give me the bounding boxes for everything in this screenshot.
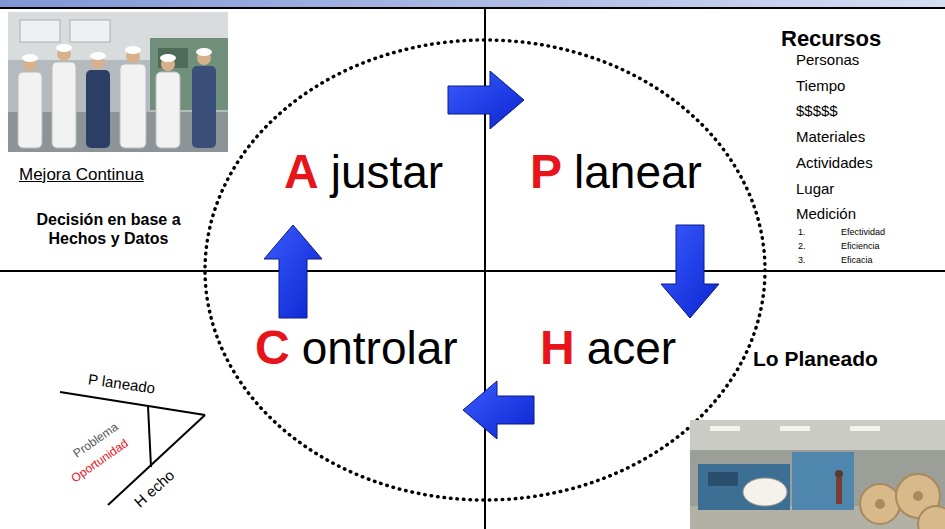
- photo-machine-part: [708, 472, 738, 486]
- cycle-arrow: [264, 225, 322, 318]
- worker-cap: [90, 52, 106, 60]
- measure-number: 2.: [797, 241, 807, 252]
- photo-light: [850, 426, 880, 431]
- worker-cap: [56, 44, 72, 52]
- gap-figure: [60, 392, 205, 505]
- top-rule: [0, 7, 945, 9]
- step-initial: H: [540, 324, 575, 372]
- worker-cap: [160, 54, 176, 62]
- resource-item: Personas: [795, 51, 860, 69]
- photo-window: [20, 20, 60, 42]
- resource-item: Tiempo: [795, 77, 846, 95]
- resource-heading: Recursos: [780, 26, 882, 52]
- worker: [120, 64, 146, 148]
- resource-item: $$$$$: [795, 102, 839, 120]
- cycle-circle: [205, 40, 765, 500]
- resource-item: Actividades: [795, 154, 874, 172]
- plan-line: [60, 392, 205, 415]
- gap-line: [148, 406, 151, 467]
- section-heading: Mejora Continua: [18, 165, 145, 185]
- top-band: [0, 0, 945, 7]
- worker-cap: [125, 46, 141, 54]
- paper-roll: [743, 478, 787, 506]
- photo-ground: [8, 12, 228, 152]
- fact-line-label: H echo: [130, 465, 179, 512]
- roll-core: [913, 491, 923, 501]
- worker: [86, 70, 110, 148]
- cycle-arrow: [661, 225, 719, 318]
- cycle-step: Hacer: [534, 318, 704, 428]
- step-word: justar: [331, 149, 443, 195]
- cycle-arrow: [463, 381, 534, 439]
- worker-cap: [22, 54, 38, 62]
- cycle-step: Controlar: [250, 318, 463, 428]
- photo-light: [780, 426, 810, 431]
- resource-item: Lugar: [795, 180, 835, 198]
- cycle-step: Ajustar: [280, 85, 448, 225]
- plan-note: Lo Planeado: [752, 346, 879, 371]
- worker: [18, 72, 42, 148]
- workers-photo: [8, 12, 228, 152]
- photo-machine: [792, 452, 854, 510]
- plan-line-label: P laneado: [86, 370, 157, 397]
- resource-item: Medición: [795, 205, 857, 223]
- photo-worker-head: [835, 470, 843, 478]
- photo-worker: [836, 478, 842, 504]
- step-initial: C: [255, 324, 290, 372]
- factory-photo: [690, 420, 945, 529]
- measure-number: 3.: [797, 255, 807, 266]
- cycle-step: Planear: [524, 85, 710, 225]
- step-initial: A: [284, 148, 319, 196]
- photo-ground: [690, 420, 945, 529]
- step-initial: P: [530, 148, 562, 196]
- paper-roll: [860, 484, 900, 524]
- measure-item: Efectividad: [840, 227, 886, 238]
- step-word: acer: [587, 325, 676, 371]
- photo-machine: [698, 464, 790, 510]
- resource-item: Materiales: [795, 128, 866, 146]
- cycle-arrow: [448, 71, 524, 129]
- principle-note: Decisión en base a Hechos y Datos: [15, 210, 202, 248]
- worker: [192, 66, 216, 148]
- roll-core: [875, 499, 885, 509]
- horizontal-axis: [0, 270, 945, 272]
- worker: [52, 62, 76, 148]
- photo-light: [710, 426, 740, 431]
- measure-item: Eficiencia: [840, 241, 881, 252]
- worker: [156, 72, 180, 148]
- paper-roll: [918, 506, 945, 529]
- measure-item: Eficacia: [840, 255, 874, 266]
- photo-ceiling: [690, 420, 945, 450]
- step-word: lanear: [574, 149, 702, 195]
- worker-cap: [196, 48, 212, 56]
- measure-number: 1.: [797, 227, 807, 238]
- photo-window: [70, 20, 110, 42]
- step-word: ontrolar: [302, 325, 458, 371]
